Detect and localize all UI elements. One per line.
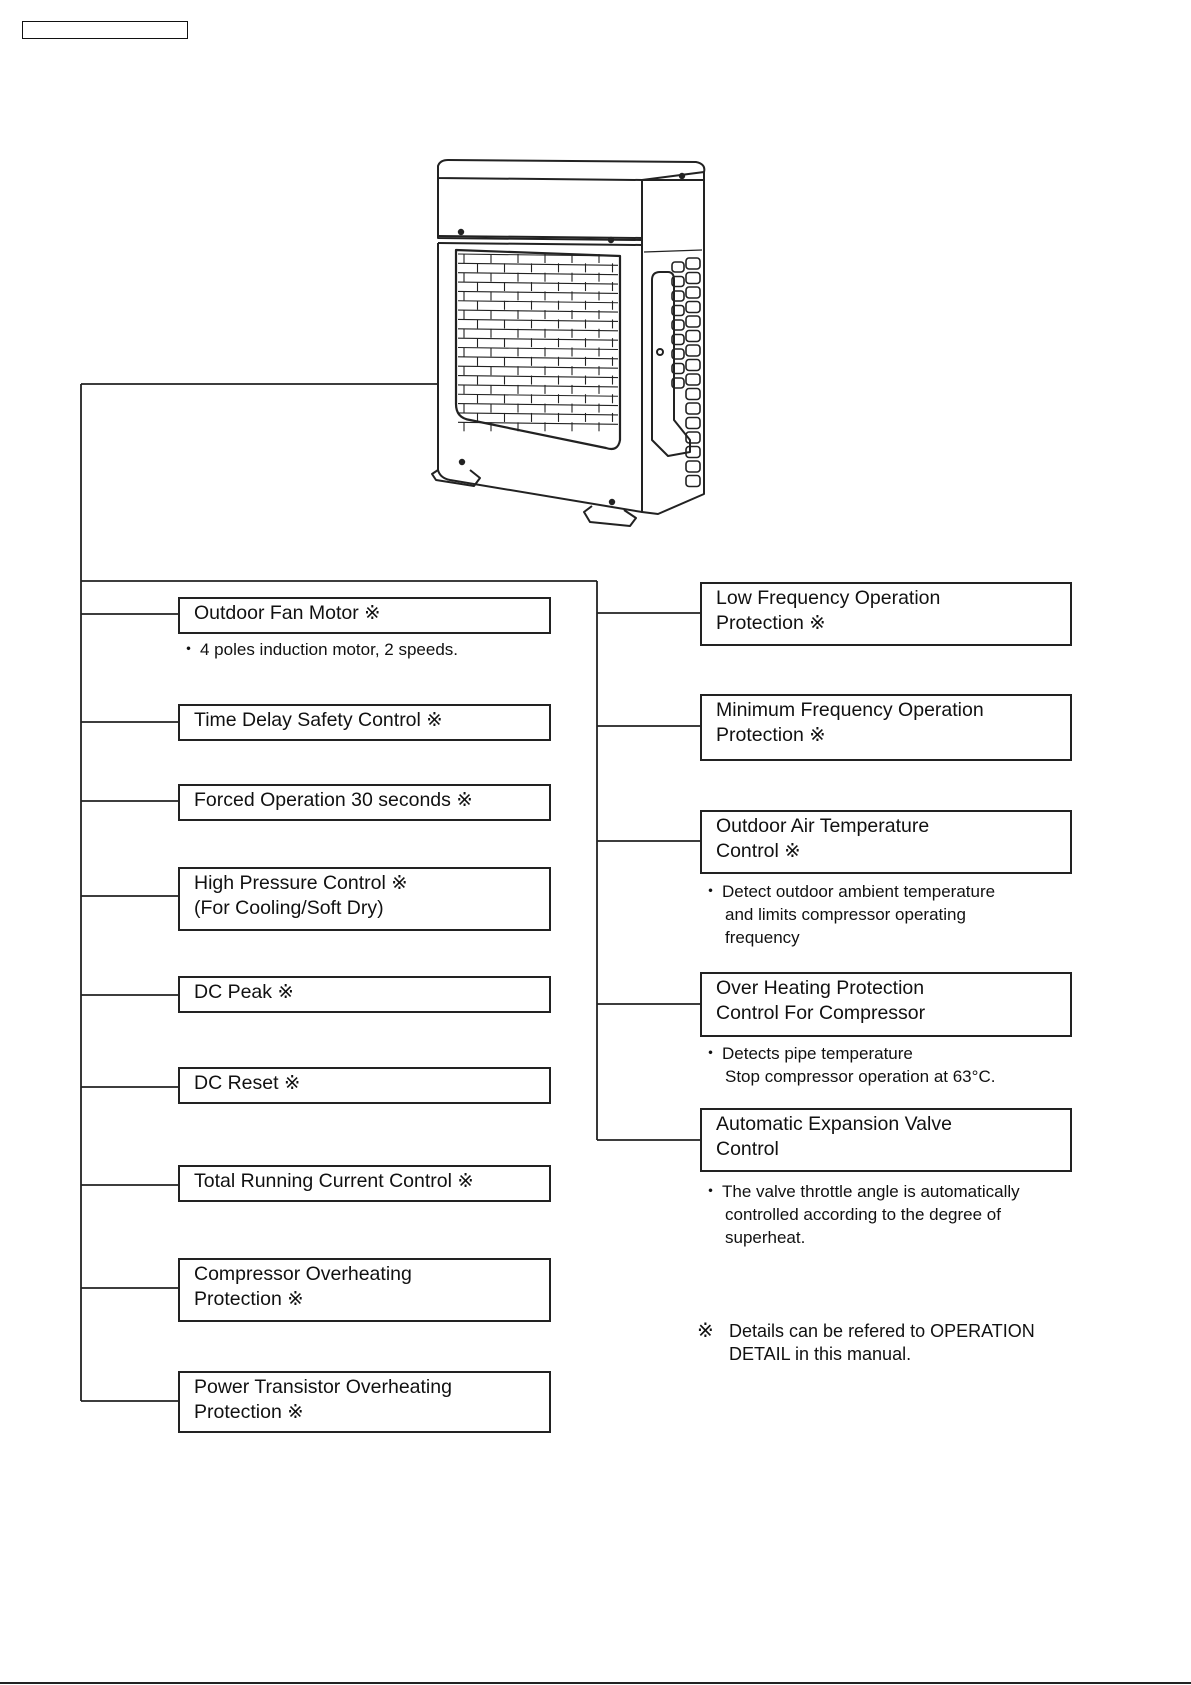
- bottom-rule: [0, 1682, 1191, 1684]
- note-fan-motor: ・ 4 poles induction motor, 2 speeds.: [180, 638, 458, 661]
- box-outdoor-air-temperature-control: Outdoor Air Temperature Control ※: [700, 810, 1072, 874]
- box-time-delay-safety-control: Time Delay Safety Control ※: [178, 704, 551, 741]
- box-label-line2: Protection ※: [716, 724, 826, 746]
- note-expansion-valve: ・ The valve throttle angle is automatica…: [702, 1180, 1020, 1249]
- footnote: ※ Details can be refered to OPERATION DE…: [697, 1320, 1035, 1366]
- box-label-line2: Control For Compressor: [716, 1002, 926, 1024]
- box-label: Automatic Expansion Valve: [716, 1113, 952, 1135]
- note-line: frequency: [725, 928, 800, 947]
- box-label: Forced Operation 30 seconds ※: [194, 789, 473, 811]
- box-label: Outdoor Air Temperature: [716, 815, 930, 837]
- note-line: 4 poles induction motor, 2 speeds.: [200, 640, 458, 659]
- reference-mark-icon: ※: [697, 1320, 714, 1342]
- connector-lines: [80, 383, 700, 1402]
- box-label: DC Reset ※: [194, 1072, 301, 1094]
- box-over-heating-protection-control: Over Heating Protection Control For Comp…: [700, 972, 1072, 1037]
- outdoor-unit-illustration: [431, 159, 706, 527]
- box-minimum-frequency-operation-protection: Minimum Frequency Operation Protection ※: [700, 694, 1072, 761]
- grille-pattern: [457, 253, 619, 432]
- box-label: Compressor Overheating: [194, 1263, 412, 1285]
- box-total-running-current-control: Total Running Current Control ※: [178, 1165, 551, 1202]
- note-line: superheat.: [725, 1228, 806, 1247]
- bullet: ・: [180, 640, 197, 659]
- box-label: Power Transistor Overheating: [194, 1376, 452, 1398]
- box-label-line2: (For Cooling/Soft Dry): [194, 897, 384, 919]
- box-label-line2: Protection ※: [716, 612, 826, 634]
- box-label-line2: Control ※: [716, 840, 801, 862]
- note-line: Stop compressor operation at 63°C.: [725, 1067, 996, 1086]
- footnote-line: Details can be refered to OPERATION: [729, 1321, 1035, 1341]
- box-forced-operation: Forced Operation 30 seconds ※: [178, 784, 551, 821]
- note-outdoor-air-temperature: ・ Detect outdoor ambient temperature and…: [702, 880, 996, 949]
- box-label: Total Running Current Control ※: [194, 1170, 474, 1192]
- footnote-line: DETAIL in this manual.: [729, 1344, 912, 1364]
- box-label-line2: Protection ※: [194, 1401, 304, 1423]
- box-compressor-overheating-protection: Compressor Overheating Protection ※: [178, 1258, 551, 1322]
- box-label: High Pressure Control ※: [194, 872, 408, 894]
- bullet: ・: [702, 1182, 719, 1201]
- note-line: and limits compressor operating: [725, 905, 966, 924]
- note-line: controlled according to the degree of: [725, 1205, 1001, 1224]
- box-label: Minimum Frequency Operation: [716, 699, 984, 721]
- bullet: ・: [702, 882, 719, 901]
- box-label: DC Peak ※: [194, 981, 294, 1003]
- header-blank-box: [22, 21, 188, 39]
- box-power-transistor-overheating-protection: Power Transistor Overheating Protection …: [178, 1371, 551, 1433]
- bullet: ・: [702, 1044, 719, 1063]
- box-label: Over Heating Protection: [716, 977, 925, 999]
- box-high-pressure-control: High Pressure Control ※ (For Cooling/Sof…: [178, 867, 551, 931]
- box-low-frequency-operation-protection: Low Frequency Operation Protection ※: [700, 582, 1072, 646]
- box-label-line2: Control: [716, 1138, 779, 1160]
- note-over-heating: ・ Detects pipe temperature Stop compress…: [702, 1042, 996, 1088]
- box-automatic-expansion-valve-control: Automatic Expansion Valve Control: [700, 1108, 1072, 1172]
- note-line: Detect outdoor ambient temperature: [722, 882, 996, 901]
- box-label-line2: Protection ※: [194, 1288, 304, 1310]
- note-line: The valve throttle angle is automaticall…: [722, 1182, 1020, 1201]
- box-dc-reset: DC Reset ※: [178, 1067, 551, 1104]
- box-dc-peak: DC Peak ※: [178, 976, 551, 1013]
- note-line: Detects pipe temperature: [722, 1044, 913, 1063]
- box-label: Time Delay Safety Control ※: [194, 709, 443, 731]
- side-fin-slats: [671, 257, 701, 488]
- box-outdoor-fan-motor: Outdoor Fan Motor ※: [178, 597, 551, 634]
- box-label: Low Frequency Operation: [716, 587, 941, 609]
- box-label: Outdoor Fan Motor ※: [194, 602, 381, 624]
